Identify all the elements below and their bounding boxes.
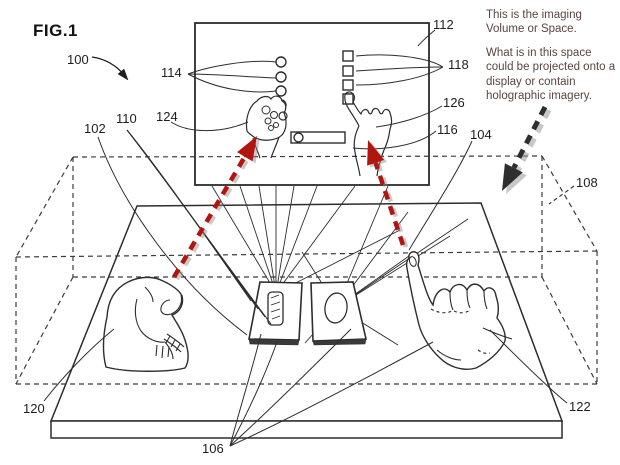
left-hand-fist	[103, 277, 188, 371]
ref-label-120: 120	[23, 401, 45, 416]
ref-label-122: 122	[569, 399, 591, 414]
stylus-object	[267, 291, 284, 326]
table-front-edge	[50, 420, 563, 439]
ref-label-108: 108	[576, 175, 598, 190]
annotation-text-block: This is the imaging Volume or Space. Wha…	[486, 8, 616, 113]
stylus-hatching	[271, 295, 280, 319]
ref-label-110: 110	[116, 111, 137, 126]
ref-label-118: 118	[448, 57, 469, 72]
leader-102	[98, 137, 247, 335]
leader-120	[44, 329, 114, 401]
screen-fist-hand	[246, 96, 288, 158]
imaging-volume-box	[16, 156, 597, 384]
leader-124	[171, 122, 248, 131]
red-arrow-right	[367, 140, 403, 245]
ref-label-114: 114	[161, 65, 182, 80]
leader-lines	[98, 30, 472, 335]
ref-label-112: 112	[433, 17, 454, 32]
figure-title: FIG.1	[33, 21, 78, 40]
leader-116	[353, 131, 436, 149]
ref-label-116: 116	[437, 122, 458, 137]
leader-106c	[230, 329, 351, 446]
sensor-pads	[248, 281, 367, 346]
annotation-paragraph-1: This is the imaging Volume or Space.	[486, 9, 582, 36]
right-pad-shadow	[312, 338, 367, 346]
screen-slider	[290, 131, 346, 144]
leader-112	[418, 30, 435, 46]
ref-label-126: 126	[443, 95, 465, 110]
leader-108	[549, 186, 574, 204]
leader-110d	[127, 130, 271, 324]
leader-106b	[230, 342, 277, 446]
ref-label-106: 106	[202, 441, 224, 456]
leader-126	[376, 106, 442, 127]
black-arrow	[502, 107, 545, 191]
red-arrow-left	[174, 136, 257, 277]
screen-squares	[342, 50, 354, 105]
display-screen	[194, 22, 430, 186]
leader-fans	[188, 55, 443, 92]
ref-label-124: 124	[156, 109, 178, 124]
leader-lines-over	[44, 329, 567, 446]
leader-106d	[230, 342, 433, 446]
ref-label-104: 104	[470, 127, 492, 142]
leader-122	[490, 330, 567, 403]
leader-104	[409, 141, 472, 250]
leader-106a	[230, 334, 261, 446]
arrow-100	[92, 57, 129, 81]
slider-knob	[293, 132, 304, 143]
ref-label-100: 100	[67, 52, 89, 67]
ref-label-102: 102	[84, 121, 106, 136]
annotation-paragraph-2: What is in this space could be projected…	[486, 46, 616, 103]
oval-sensor	[324, 292, 348, 324]
left-pad-shadow	[248, 338, 300, 346]
fingernail	[408, 256, 417, 267]
right-hand-pointing	[407, 252, 512, 369]
